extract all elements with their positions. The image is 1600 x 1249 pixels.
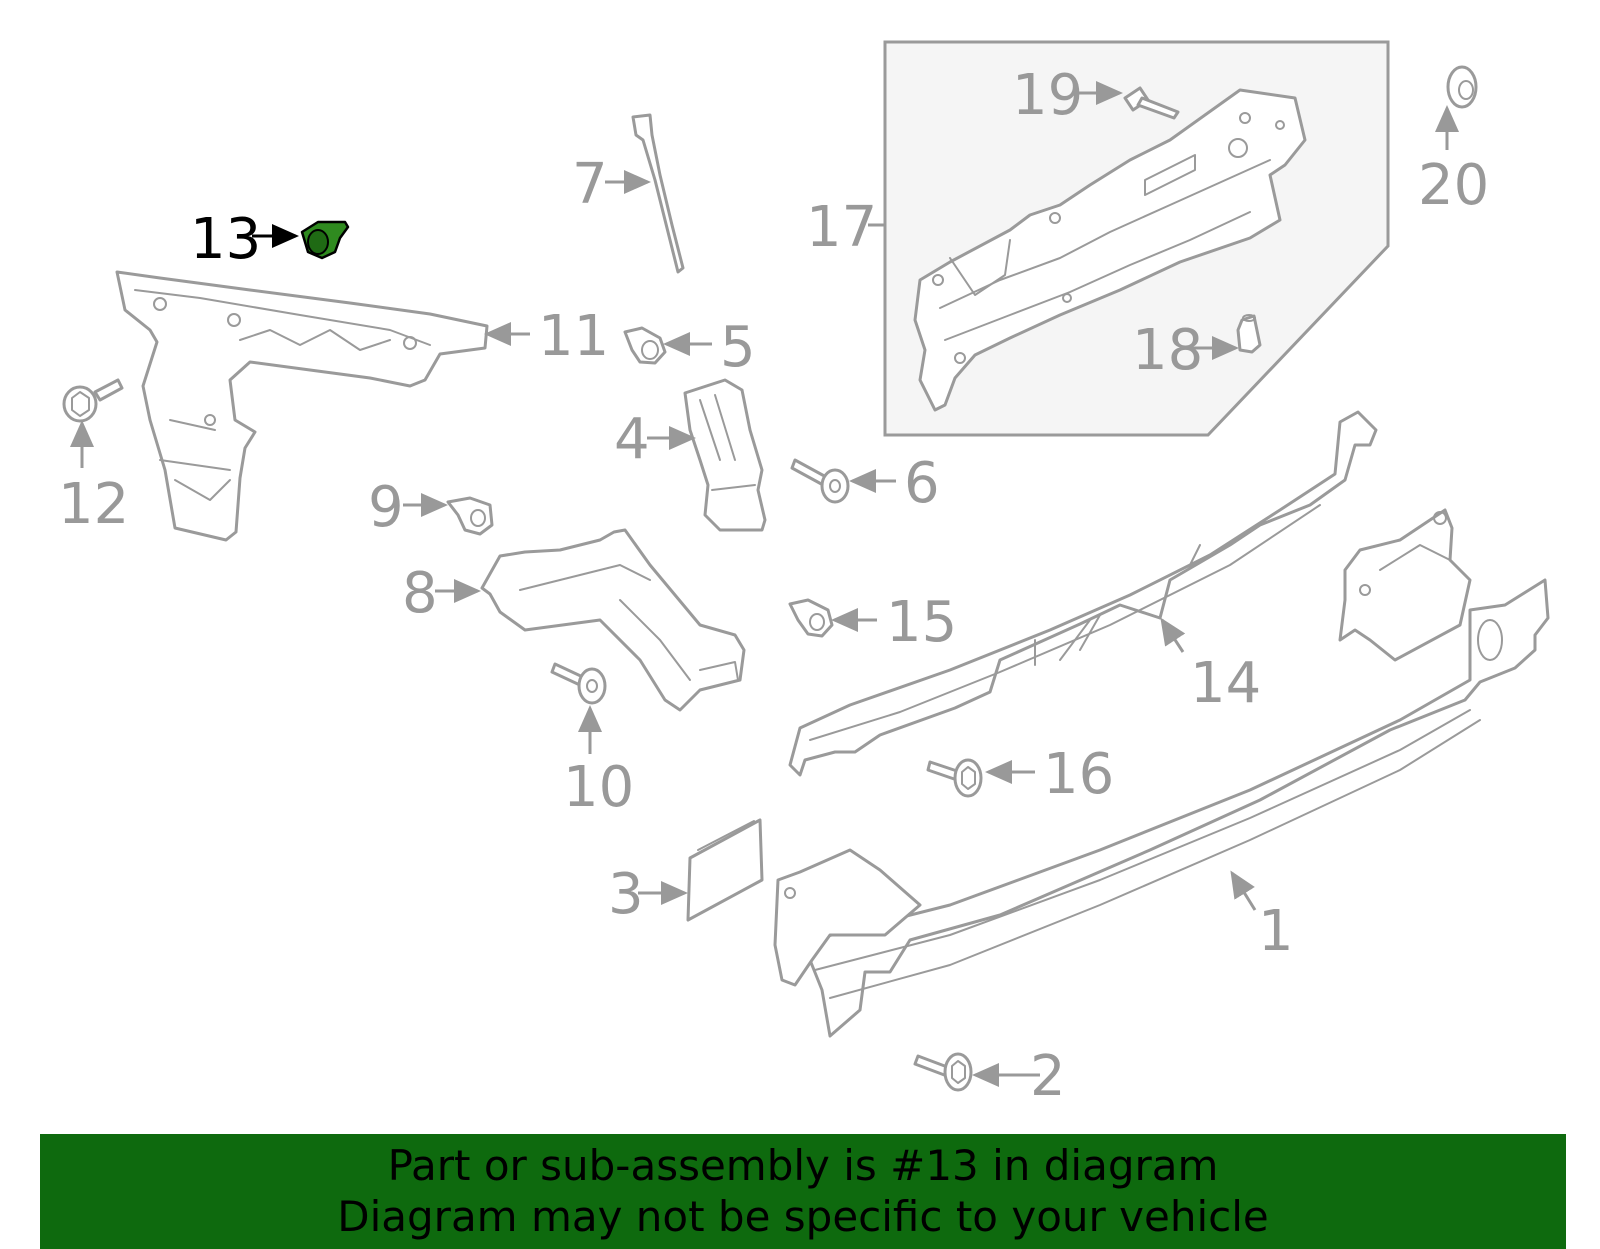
part-15-clip[interactable] (788, 598, 834, 638)
callout-15: 15 (886, 590, 957, 655)
part-10-screw[interactable] (550, 662, 607, 705)
callout-17: 17 (806, 195, 877, 260)
callout-9: 9 (368, 475, 404, 540)
callout-12: 12 (58, 472, 129, 537)
info-banner: Part or sub-assembly is #13 in diagram D… (40, 1134, 1566, 1249)
callout-3: 3 (608, 862, 644, 927)
part-8-bracket[interactable] (480, 528, 746, 712)
part-12-bolt[interactable] (62, 378, 124, 423)
part-1-impact-bar[interactable] (773, 508, 1550, 1038)
part-19-bolt[interactable] (1123, 86, 1180, 120)
part-14-absorber[interactable] (788, 410, 1378, 777)
callout-labels: 1 2 3 4 5 6 7 8 9 10 11 12 13 14 15 16 1… (58, 63, 1489, 1109)
callout-8: 8 (402, 561, 438, 626)
banner-line-2: Diagram may not be specific to your vehi… (337, 1192, 1269, 1241)
part-5-clip[interactable] (623, 326, 667, 365)
callout-1: 1 (1258, 899, 1294, 964)
part-17-reinforcement[interactable] (913, 88, 1307, 412)
callout-5: 5 (720, 315, 756, 380)
part-2-bolt[interactable] (913, 1052, 973, 1092)
part-11-bracket[interactable] (115, 270, 489, 542)
callout-arrows (70, 81, 1459, 1087)
callout-2: 2 (1030, 1044, 1066, 1109)
part-13-clip-highlighted[interactable] (300, 220, 350, 260)
callout-16: 16 (1043, 742, 1114, 807)
callout-18: 18 (1132, 318, 1203, 383)
callout-4: 4 (614, 407, 650, 472)
part-20-nut[interactable] (1446, 65, 1478, 109)
callout-10: 10 (563, 755, 634, 820)
part-4-bracket[interactable] (683, 378, 767, 532)
callout-7: 7 (572, 152, 608, 217)
part-7-pin[interactable] (631, 113, 685, 274)
callout-14: 14 (1190, 651, 1261, 716)
part-6-screw[interactable] (790, 458, 850, 504)
banner-line-1: Part or sub-assembly is #13 in diagram (387, 1141, 1219, 1190)
callout-13: 13 (190, 207, 261, 272)
part-9-clip[interactable] (446, 496, 494, 536)
callout-20: 20 (1418, 153, 1489, 218)
part-18-bumper-stop[interactable] (1236, 314, 1262, 354)
callout-11: 11 (538, 304, 609, 369)
part-16-bolt[interactable] (926, 758, 983, 798)
callout-19: 19 (1012, 63, 1083, 128)
callout-6: 6 (904, 451, 940, 516)
part-3-cap[interactable] (686, 818, 764, 922)
